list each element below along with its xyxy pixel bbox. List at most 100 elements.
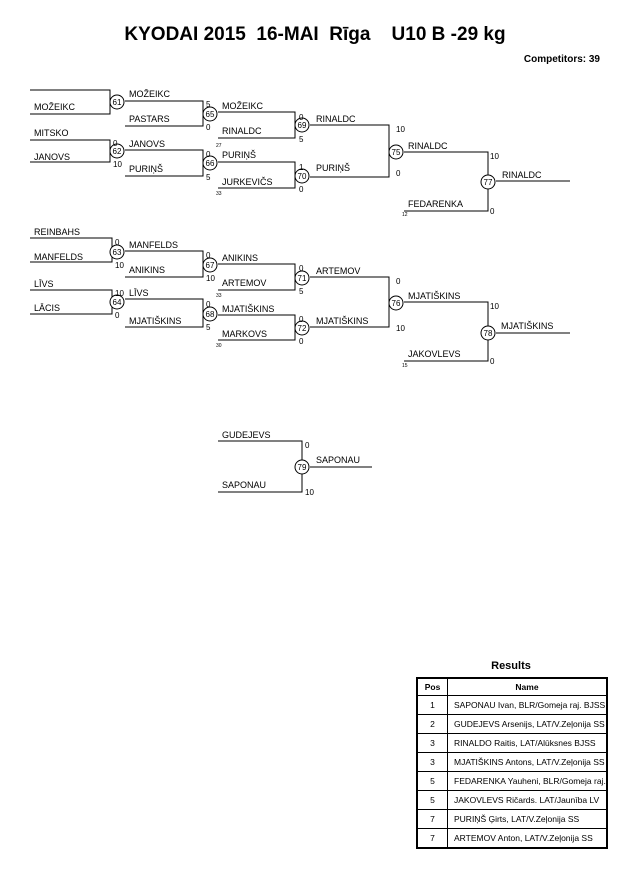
score: 0 (490, 357, 495, 366)
competitor-name: JURKEVIČS (222, 177, 273, 187)
mark: 30 (216, 343, 222, 349)
competitor-name: LĀCIS (34, 303, 60, 313)
competitor-name: MOŽEIKC (222, 101, 264, 111)
score: 0 (490, 207, 495, 216)
score: 0 (206, 300, 211, 309)
score: 10 (206, 274, 215, 283)
score: 0 (299, 185, 304, 194)
competitor-full-name: SAPONAU Ivan, BLR/Gomeja raj. BJSS (454, 700, 606, 710)
competitor-name: ARTEMOV (222, 278, 266, 288)
position: 1 (418, 696, 448, 714)
bout-number: 77 (484, 178, 493, 187)
bout-number: 71 (298, 274, 307, 283)
competitor-name: JAKOVLEVS (408, 349, 461, 359)
position: 7 (418, 829, 448, 847)
position: 2 (418, 715, 448, 733)
score: 0 (113, 139, 118, 148)
score: 10 (490, 152, 499, 161)
competitor-name: LĪVS (34, 279, 54, 289)
competitor-name: MOŽEIKC (129, 89, 171, 99)
pool-b-winner: MJATIŠKINS (501, 321, 553, 331)
score: 5 (299, 287, 304, 296)
mark: 33 (216, 293, 222, 299)
bout-number: 66 (206, 159, 215, 168)
score: 0 (299, 264, 304, 273)
table-row: 2 GUDEJEVS Arsenijs, LAT/V.Zeļonija SS (418, 714, 606, 733)
score: 10 (396, 125, 405, 134)
score: 10 (305, 488, 314, 497)
competitor-name: ANIKINS (129, 265, 165, 275)
results-title: Results (491, 660, 531, 672)
competitors-count: Competitors: 39 (523, 54, 600, 65)
pool-a-winner: RINALDC (502, 170, 542, 180)
competitor-name: RINALDC (316, 114, 356, 124)
mark: 33 (216, 191, 222, 197)
score: 0 (115, 238, 120, 247)
bout-number: 63 (113, 248, 122, 257)
competitor-name: SAPONAU (222, 480, 266, 490)
score: 0 (206, 251, 211, 260)
score: 0 (115, 311, 120, 320)
competitor-full-name: RINALDO Raitis, LAT/Alūksnes BJSS (454, 738, 596, 748)
bout-number: 68 (206, 310, 215, 319)
competitor-full-name: ARTEMOV Anton, LAT/V.Zeļonija SS (454, 833, 593, 843)
bout-number: 79 (298, 463, 307, 472)
bout-number: 61 (113, 98, 122, 107)
bout-number: 76 (392, 299, 401, 308)
score: 10 (115, 289, 124, 298)
position: 3 (418, 753, 448, 771)
score: 10 (396, 324, 405, 333)
score: 0 (299, 315, 304, 324)
score: 10 (490, 302, 499, 311)
score: 5 (299, 135, 304, 144)
bout-number: 65 (206, 110, 215, 119)
competitor-full-name: JAKOVLEVS Ričards. LAT/Jaunība LV (454, 795, 600, 805)
score: 0 (396, 169, 401, 178)
competitor-name: PURIŅŠ (316, 163, 350, 173)
competitor-name: JANOVS (129, 139, 165, 149)
competitor-name: MJATIŠKINS (129, 316, 181, 326)
score: 0 (305, 441, 310, 450)
bout-number: 72 (298, 324, 307, 333)
competitor-name: FEDARENKA (408, 199, 463, 209)
competitor-name: ARTEMOV (316, 266, 360, 276)
competitor-name: MJATIŠKINS (408, 291, 460, 301)
position: 5 (418, 791, 448, 809)
table-row: 5 FEDARENKA Yauheni, BLR/Gomeja raj. B (418, 771, 606, 790)
bout-number: 69 (298, 121, 307, 130)
table-row: 5 JAKOVLEVS Ričards. LAT/Jaunība LV (418, 790, 606, 809)
competitor-full-name: PURIŅŠ Ģirts, LAT/V.Zeļonija SS (454, 814, 580, 824)
score: 10 (113, 160, 122, 169)
competitor-name: REINBAHS (34, 227, 80, 237)
competitor-name: PURIŅŠ (222, 150, 256, 160)
bout-number: 64 (113, 298, 122, 307)
mark: 27 (216, 143, 222, 149)
mark: 15 (402, 363, 408, 369)
competitor-name: PASTARS (129, 114, 170, 124)
competitor-name: MOŽEIKC (34, 102, 76, 112)
table-row: 7 ARTEMOV Anton, LAT/V.Zeļonija SS (418, 828, 606, 847)
position: 3 (418, 734, 448, 752)
results-header-row: Pos Name (418, 679, 606, 695)
competitor-name: RINALDC (222, 126, 262, 136)
score: 0 (299, 337, 304, 346)
competitor-name: MANFELDS (34, 252, 83, 262)
table-row: 1 SAPONAU Ivan, BLR/Gomeja raj. BJSS (418, 695, 606, 714)
score: 0 (206, 123, 211, 132)
final-winner: SAPONAU (316, 455, 360, 465)
competitor-name: MJATIŠKINS (316, 316, 368, 326)
competitor-name: MITSKO (34, 128, 69, 138)
score: 5 (206, 100, 211, 109)
table-row: 3 RINALDO Raitis, LAT/Alūksnes BJSS (418, 733, 606, 752)
bout-number: 75 (392, 148, 401, 157)
competitor-name: RINALDC (408, 141, 448, 151)
position: 5 (418, 772, 448, 790)
name-column-header: Name (515, 682, 539, 692)
bout-number: 78 (484, 329, 493, 338)
competitor-full-name: MJATIŠKINS Antons, LAT/V.Zeļonija SS (454, 757, 605, 767)
bout-number: 62 (113, 147, 122, 156)
score: 1 (299, 163, 304, 172)
competitor-name: JANOVS (34, 152, 70, 162)
competitor-name: MANFELDS (129, 240, 178, 250)
competitor-name: PURIŅŠ (129, 164, 163, 174)
